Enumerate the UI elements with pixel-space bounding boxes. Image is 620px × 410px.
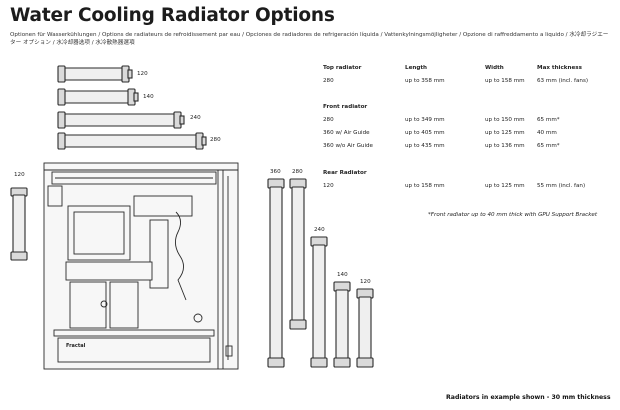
front-radiator-footnote: *Front radiator up to 40 mm thick with G… [428, 212, 598, 218]
radiator-280-horizontal [57, 132, 207, 150]
radiator-140-front-vertical [333, 281, 351, 368]
top-row-1-width: up to 158 mm [485, 78, 525, 84]
radiator-label-120: 120 [137, 71, 148, 77]
radiator-label-front-360: 360 [270, 169, 281, 175]
page-title: Water Cooling Radiator Options [10, 5, 335, 26]
rear-radiator-section-title: Rear Radiator [323, 170, 367, 176]
page-subtitle: Optionen für Wasserkühlungen / Options d… [10, 32, 609, 47]
front-row-1-width: up to 150 mm [485, 117, 525, 123]
case-brand-logo: Fractal [66, 343, 86, 349]
spec-header-width: Width [485, 65, 504, 71]
spec-header-length: Length [405, 65, 428, 71]
radiator-label-280: 280 [210, 137, 221, 143]
front-radiator-section-title: Front radiator [323, 104, 368, 110]
front-row-2-length: up to 405 mm [405, 130, 445, 136]
radiator-240-horizontal [57, 111, 185, 129]
front-row-1-thickness: 65 mm* [537, 117, 560, 123]
top-row-1-model: 280 [323, 78, 334, 84]
rear-row-1-model: 120 [323, 183, 334, 189]
front-row-3-thickness: 65 mm* [537, 143, 560, 149]
radiator-360-front-vertical [267, 178, 285, 368]
radiator-120-rear-vertical [10, 187, 28, 261]
radiator-120-front-vertical [356, 288, 374, 368]
front-row-3-width: up to 136 mm [485, 143, 525, 149]
radiator-280-front-vertical [289, 178, 307, 330]
radiator-label-240: 240 [190, 115, 201, 121]
front-row-3-length: up to 435 mm [405, 143, 445, 149]
top-row-1-length: up to 358 mm [405, 78, 445, 84]
example-thickness-footer: Radiators in example shown - 30 mm thick… [446, 394, 611, 401]
rear-row-1-length: up to 158 mm [405, 183, 445, 189]
radiator-label-140: 140 [143, 94, 154, 100]
front-row-2-thickness: 40 mm [537, 130, 557, 136]
pc-case [43, 162, 239, 370]
radiator-140-horizontal [57, 88, 139, 106]
spec-header-top-radiator: Top radiator [323, 65, 362, 71]
front-row-1-model: 280 [323, 117, 334, 123]
radiator-label-front-120: 120 [360, 279, 371, 285]
spec-header-max-thickness: Max thickness [537, 65, 582, 71]
radiator-label-side-120: 120 [14, 172, 25, 178]
radiator-label-front-240: 240 [314, 227, 325, 233]
front-row-3-model: 360 w/o Air Guide [323, 143, 373, 149]
front-row-2-model: 360 w/ Air Guide [323, 130, 370, 136]
front-row-2-width: up to 125 mm [485, 130, 525, 136]
top-row-1-thickness: 63 mm (incl. fans) [537, 78, 589, 84]
radiator-120-horizontal [57, 65, 133, 83]
radiator-label-front-140: 140 [337, 272, 348, 278]
radiator-label-front-280: 280 [292, 169, 303, 175]
rear-row-1-width: up to 125 mm [485, 183, 525, 189]
front-row-1-length: up to 349 mm [405, 117, 445, 123]
rear-row-1-thickness: 55 mm (incl. fan) [537, 183, 586, 189]
radiator-240-front-vertical [310, 236, 328, 368]
